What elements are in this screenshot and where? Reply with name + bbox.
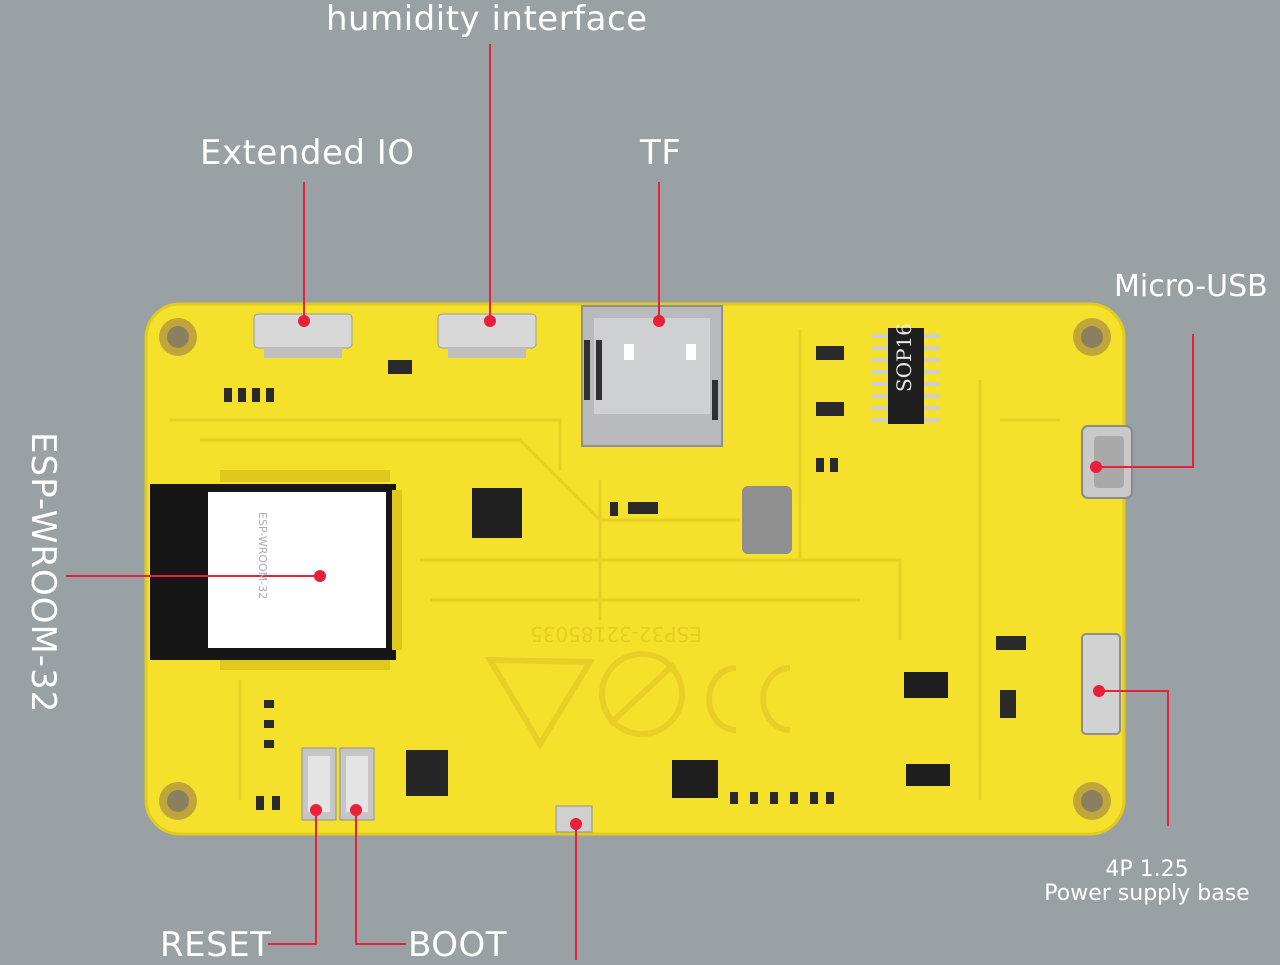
- regulator-chip-2: [906, 764, 950, 786]
- module-marking: ESP-WROOM-32: [257, 512, 268, 599]
- usb-chip: [406, 750, 448, 796]
- label-power-line-2: Power supply base: [1036, 882, 1258, 906]
- bottom-chip: [672, 760, 718, 798]
- micro-usb-port: [1082, 426, 1132, 498]
- power-supply-connector: [1082, 634, 1120, 734]
- label-power-supply-base: 4P 1.25 Power supply base: [1036, 858, 1258, 906]
- esp-wroom-32-module: [150, 470, 402, 670]
- label-micro-usb: Micro-USB: [1114, 272, 1268, 302]
- tf-card-slot: [582, 306, 722, 446]
- label-power-line-1: 4P 1.25: [1036, 858, 1258, 882]
- board-silkscreen: ESP32-32185035: [530, 624, 702, 644]
- label-boot: BOOT: [408, 928, 507, 962]
- label-reset: RESET: [160, 928, 271, 962]
- regulator-chip: [904, 672, 948, 698]
- grey-component: [742, 486, 792, 554]
- label-extended-io: Extended IO: [200, 136, 415, 170]
- label-esp-wroom-32: ESP-WROOM-32: [26, 432, 60, 713]
- main-chip: [472, 488, 522, 538]
- sop16-marking: SOP16: [894, 323, 914, 392]
- label-tf: TF: [640, 136, 681, 170]
- label-humidity-interface: humidity interface: [326, 2, 648, 36]
